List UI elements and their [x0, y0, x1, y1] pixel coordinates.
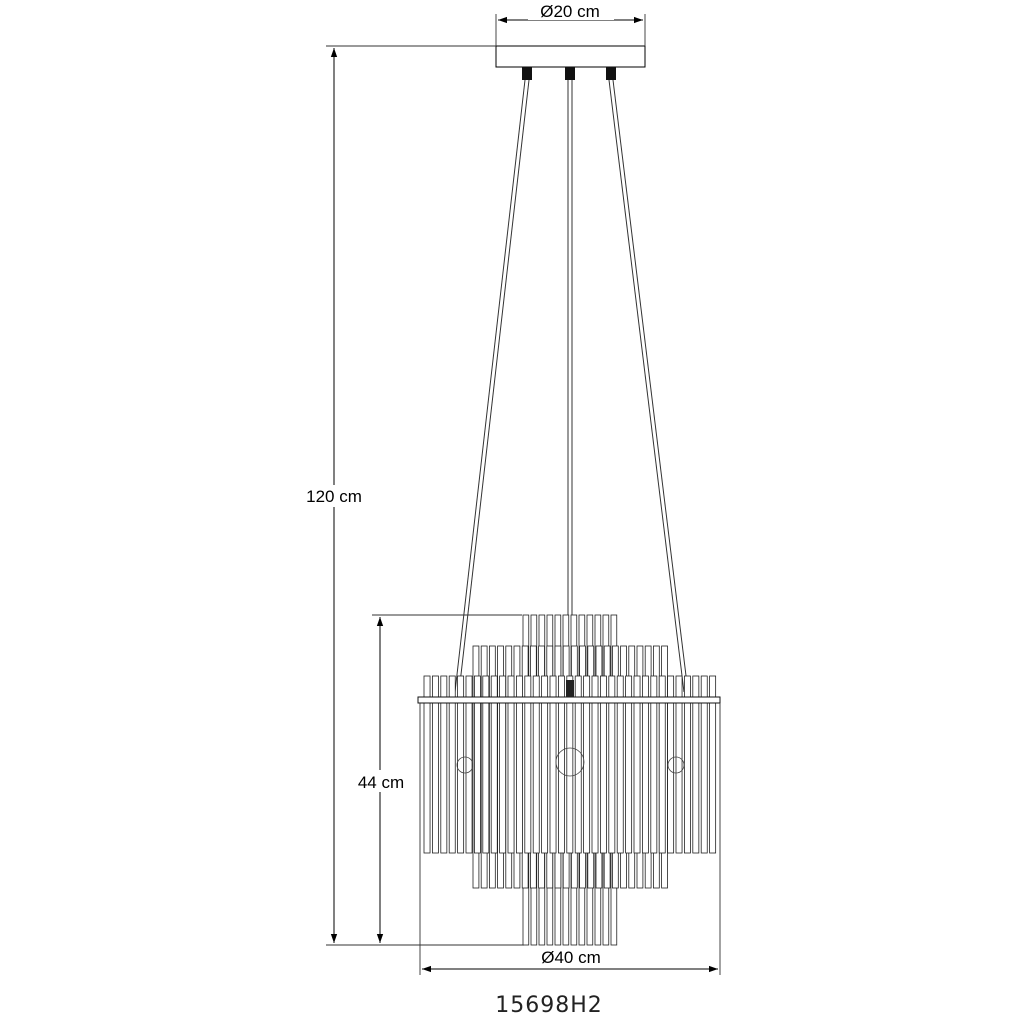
glass-rod-outer: [709, 675, 717, 854]
glass-rod-outer: [650, 675, 658, 854]
glass-rod-outer: [566, 675, 574, 854]
glass-rod-outer: [457, 675, 465, 854]
glass-rod-outer: [440, 675, 448, 854]
glass-rod-outer: [465, 675, 473, 854]
glass-rod-outer: [516, 675, 523, 854]
glass-rod-outer: [532, 675, 540, 854]
glass-rod-outer: [700, 675, 708, 854]
suspension-cables: [454, 79, 689, 693]
glass-rod-outer: [616, 675, 624, 854]
bulb-outline: [667, 756, 685, 774]
glass-rod-outer: [667, 675, 675, 854]
glass-rod-outer: [574, 675, 582, 854]
center-hub: [566, 680, 574, 697]
glass-rod-outer: [507, 675, 515, 854]
glass-rod-outer: [541, 675, 549, 854]
total-height-label: 120 cm: [306, 487, 362, 506]
canopy-diameter-label: Ø20 cm: [540, 2, 600, 21]
glass-rod-outer: [524, 675, 532, 854]
body-height-label: 44 cm: [358, 773, 404, 792]
glass-rod-outer: [591, 675, 599, 854]
ceiling-canopy: [495, 45, 646, 80]
bulb-outline: [555, 747, 585, 777]
glass-rod-outer: [499, 675, 507, 854]
glass-rod-outer: [633, 675, 641, 854]
glass-rod-outer: [431, 675, 439, 854]
body-height-dimension: 44 cm: [350, 614, 522, 943]
glass-rod-outer: [558, 675, 565, 854]
glass-rod-outer: [642, 675, 649, 854]
glass-rod-outer: [608, 675, 616, 854]
glass-rod-outer: [473, 675, 481, 854]
glass-rod-outer: [658, 675, 666, 854]
glass-rod-outer: [482, 675, 490, 854]
glass-rod-outer: [692, 675, 700, 854]
product-code: 15698H2: [495, 993, 603, 1018]
glass-rod-outer: [675, 675, 683, 854]
glass-rod-outer: [490, 675, 498, 854]
bulb-outline: [456, 756, 474, 774]
total-height-dimension: 120 cm: [296, 45, 524, 946]
glass-rod-outer: [423, 675, 431, 854]
glass-rod-outer: [600, 675, 607, 854]
glass-rod-outer: [448, 675, 456, 854]
canopy-diameter-dimension: Ø20 cm: [495, 2, 646, 46]
support-ring: [417, 696, 721, 704]
chandelier-body: [417, 614, 721, 946]
body-diameter-dimension: Ø40 cm: [419, 703, 721, 975]
glass-rod-outer: [625, 675, 633, 854]
body-diameter-label: Ø40 cm: [541, 948, 601, 967]
glass-rod-outer: [684, 675, 691, 854]
